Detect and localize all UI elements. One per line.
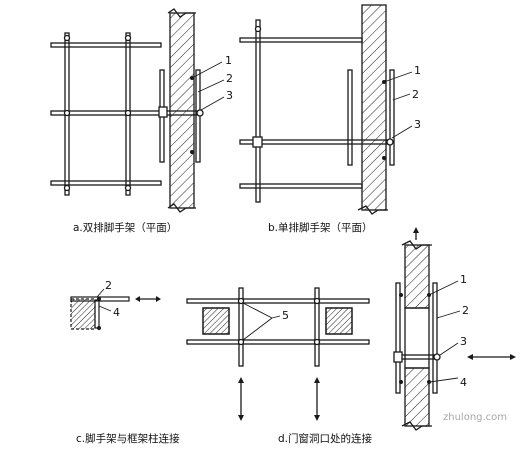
watermark: zhulong.com	[443, 412, 508, 423]
tie-plate-d	[393, 351, 403, 363]
callout-a-1: 1	[225, 54, 232, 67]
tie-dots-d	[399, 293, 431, 384]
callout-a-2: 2	[226, 72, 233, 85]
wall-d-upper	[404, 244, 430, 309]
leaders-d	[242, 302, 281, 341]
tie-tube-b-inner	[347, 69, 353, 166]
couplers-d	[237, 297, 321, 346]
leaders-c	[96, 288, 112, 312]
wall-d-lower	[404, 367, 430, 427]
callout-b-1: 1	[414, 64, 421, 77]
couplers-b	[252, 25, 263, 148]
standards-b	[255, 19, 261, 203]
callout-d-4: 4	[460, 376, 467, 389]
panel-a-double-row-scaffold	[50, 8, 225, 213]
tie-clamp-d	[433, 353, 441, 361]
wall-b-break-bottom	[357, 205, 388, 215]
tie-clamp-a	[196, 109, 204, 117]
wall-d-break-top	[401, 240, 432, 250]
tie-tube-d-left	[395, 282, 401, 394]
tie-tube-d-right	[432, 282, 438, 394]
column-d-right	[325, 307, 353, 335]
callout-c-2: 2	[105, 279, 112, 292]
tie-clamp-b	[386, 138, 394, 146]
tie-tube-b-outer	[389, 69, 395, 166]
callout-d-1: 1	[460, 273, 467, 286]
panel-d-opening-connection	[186, 287, 370, 421]
ledger-d-bottom	[186, 339, 370, 345]
arrow-c	[135, 296, 161, 302]
panel-d-right-wall-section	[393, 227, 516, 431]
callout-labels: 1 2 3 1 2 3 2 4 5 1 2 3 4	[105, 54, 469, 389]
callout-b-3: 3	[414, 118, 421, 131]
caption-b: b.单排脚手架（平面）	[268, 222, 373, 234]
caption-a: a.双排脚手架（平面）	[73, 222, 178, 234]
callout-c-4: 4	[113, 306, 120, 319]
standard-d-left	[238, 287, 244, 367]
leaders-a	[191, 61, 225, 111]
arrow-d-right	[413, 227, 516, 360]
caption-c: c.脚手架与框架柱连接	[76, 433, 180, 445]
tie-dots-c	[97, 297, 101, 330]
standards-a	[64, 32, 131, 196]
tie-plate-a	[158, 106, 168, 118]
standard-d-right	[314, 287, 320, 367]
window-opening-d	[404, 307, 430, 369]
couplers-a	[63, 34, 132, 192]
wall-b	[361, 4, 387, 211]
callout-a-3: 3	[226, 89, 233, 102]
panel-b-single-row-scaffold	[239, 4, 413, 215]
ledger-d-top	[186, 298, 370, 304]
callout-d-5: 5	[282, 309, 289, 322]
column-c	[70, 298, 96, 330]
wall-a-break-bottom	[167, 203, 196, 213]
tie-tube-c	[94, 299, 100, 329]
wall-a-break-top	[167, 8, 196, 18]
leaders-d-right	[428, 280, 461, 383]
caption-d: d.门窗洞口处的连接	[278, 433, 373, 445]
callout-d-2: 2	[462, 304, 469, 317]
callout-d-3: 3	[460, 335, 467, 348]
leaders-b	[383, 71, 413, 139]
column-d-left	[202, 307, 230, 335]
ledgers-b	[239, 37, 391, 189]
wall-d-break-bottom	[401, 421, 432, 431]
callout-b-2: 2	[412, 88, 419, 101]
tie-bar-c	[70, 296, 130, 302]
arrows-d	[238, 377, 320, 421]
panel-c-frame-column-connection	[70, 288, 161, 330]
